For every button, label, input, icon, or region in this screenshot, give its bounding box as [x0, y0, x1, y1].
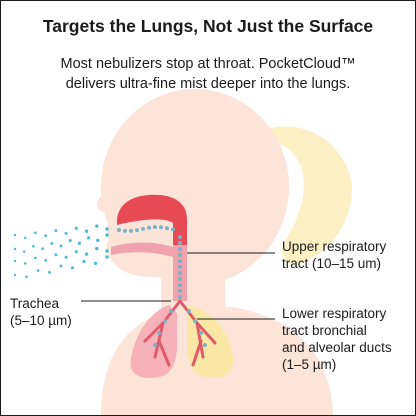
label-upper-line-2: tract (10–15 um) — [282, 256, 382, 271]
airway-droplet — [178, 235, 182, 239]
mist-droplet — [105, 233, 109, 237]
mist-droplet — [105, 249, 109, 253]
bronchial-tree — [143, 299, 217, 367]
label-upper-respiratory: Upper respiratory tract (10–15 um) — [282, 238, 386, 272]
mist-droplet — [36, 269, 40, 272]
airway-droplet — [193, 319, 197, 323]
mist-droplet — [70, 266, 75, 270]
nasal-cavity — [117, 194, 187, 245]
subtitle-line-1: Most nebulizers stop at throat. PocketCl… — [60, 56, 356, 72]
mist-droplet — [105, 227, 109, 231]
mist-droplet — [68, 239, 72, 243]
airway-droplet — [178, 247, 182, 251]
mist-droplet — [95, 246, 99, 251]
mist-droplet — [13, 233, 17, 237]
mist-droplet — [48, 270, 51, 274]
mist-droplet — [74, 226, 78, 230]
airway-droplet — [157, 331, 161, 335]
airway-droplet — [171, 227, 175, 232]
label-lower-line-1: Lower respiratory — [282, 306, 387, 321]
airway-droplet — [178, 271, 182, 275]
airway-droplet — [153, 343, 157, 347]
airway-droplet — [165, 226, 169, 231]
airway-droplet — [178, 265, 182, 269]
airway-droplet — [203, 343, 207, 347]
airway-droplet — [123, 228, 127, 233]
subtitle-line-2: delivers ultra-fine mist deeper into the… — [65, 76, 351, 92]
mist-droplet — [64, 231, 68, 235]
mist-droplet — [34, 231, 37, 235]
mist-droplet — [44, 258, 48, 262]
mist-in-airway — [117, 225, 207, 347]
mist-droplet — [95, 224, 99, 228]
mist-droplet — [59, 264, 63, 268]
mist-droplet — [41, 247, 44, 251]
child-face-profile — [97, 119, 171, 277]
mist-droplet — [13, 259, 17, 263]
label-trachea-line-1: Trachea — [10, 296, 60, 311]
airway-droplet — [187, 309, 191, 313]
label-lower-line-4: (1–5 µm) — [282, 357, 337, 372]
mist-droplet — [84, 229, 89, 233]
label-trachea-line-2: (5–10 µm) — [10, 313, 72, 328]
airway-droplet — [147, 225, 151, 230]
mouth-airway — [111, 242, 173, 257]
mist-droplet — [74, 250, 78, 254]
mist-droplet — [23, 262, 27, 265]
airway-droplet — [159, 225, 163, 230]
mist-droplet — [44, 234, 48, 238]
airway-droplet — [141, 226, 145, 231]
mist-droplet — [105, 255, 109, 259]
airway-droplet — [178, 289, 182, 293]
mist-droplet — [54, 229, 58, 233]
mist-droplet — [93, 261, 98, 266]
page-title: Targets the Lungs, Not Just the Surface — [42, 16, 374, 36]
airway-droplet — [153, 225, 157, 229]
airway-droplet — [117, 228, 121, 232]
airway-droplet — [163, 319, 167, 323]
mist-droplet — [96, 238, 100, 243]
airway-droplet — [169, 309, 173, 313]
mist-droplet — [22, 250, 26, 253]
airway-droplet — [199, 331, 203, 335]
mist-droplet — [13, 273, 17, 277]
label-lower-line-2: tract bronchial — [282, 323, 367, 338]
mist-droplet — [50, 241, 54, 245]
mist-droplet — [84, 252, 89, 256]
mist-droplet — [32, 244, 35, 248]
label-upper-line-1: Upper respiratory — [282, 239, 387, 254]
mist-droplet — [64, 255, 68, 259]
mist-droplet — [34, 256, 37, 260]
mist-droplet — [86, 236, 91, 240]
mist-droplet — [54, 253, 58, 257]
mist-droplet — [23, 236, 27, 240]
label-trachea: Trachea (5–10 µm) — [10, 295, 72, 329]
airway-droplet — [178, 241, 182, 245]
airway-droplet — [178, 295, 182, 299]
ponytail — [269, 126, 352, 264]
airway-droplet — [178, 253, 182, 257]
airway-droplet — [178, 259, 182, 263]
airway-droplet — [178, 277, 182, 281]
mist-droplet — [59, 244, 63, 248]
airway-droplet — [135, 228, 139, 233]
subtitle: Most nebulizers stop at throat. PocketCl… — [1, 54, 415, 94]
label-lower-respiratory: Lower respiratory tract bronchial and al… — [282, 305, 392, 373]
airway-droplet — [129, 228, 133, 233]
airway-droplet — [178, 283, 182, 287]
mist-spray — [13, 224, 109, 279]
mist-droplet — [25, 275, 28, 279]
mist-droplet — [82, 259, 86, 264]
mist-droplet — [77, 241, 82, 245]
mist-droplet — [13, 247, 17, 251]
label-lower-line-3: and alveolar ducts — [282, 340, 392, 355]
